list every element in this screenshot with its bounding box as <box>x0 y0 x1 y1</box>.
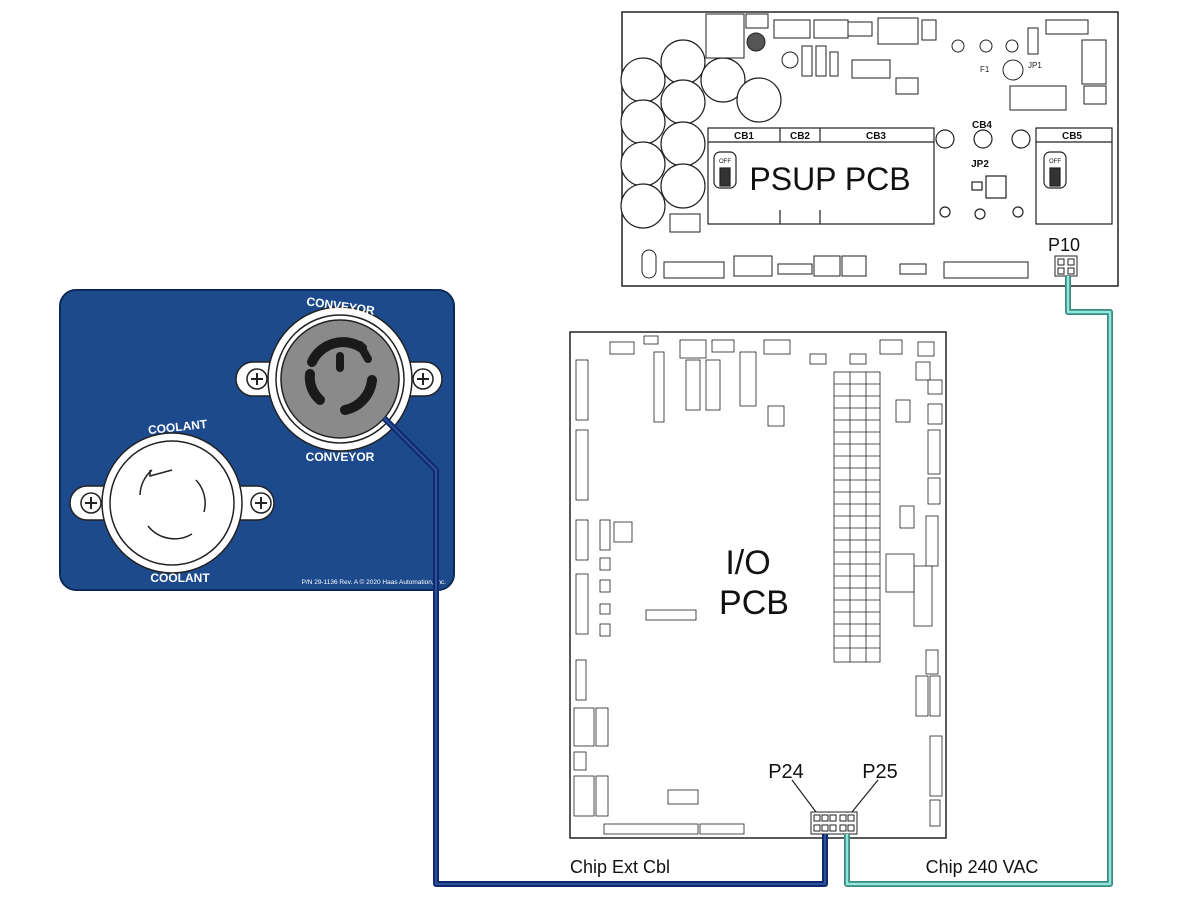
coolant-label-top: COOLANT <box>147 417 208 437</box>
psup-bottom-connectors <box>641 213 1029 279</box>
chip-240vac-cable <box>844 276 1113 887</box>
p25-label: P25 <box>862 761 898 783</box>
io-title-line1: I/O <box>725 544 770 582</box>
p10-label: P10 <box>1048 235 1080 255</box>
cb2-label: CB2 <box>790 131 810 142</box>
psup-top-components <box>705 13 1107 111</box>
jp1-label: JP1 <box>1028 61 1042 70</box>
chip-240vac-cable-label: Chip 240 VAC <box>926 857 1039 877</box>
io-pcb: P24 P25 I/O PCB <box>569 331 947 839</box>
conveyor-label-bottom: CONVEYOR <box>306 450 375 464</box>
breaker-block <box>707 127 1113 225</box>
cb1-label: CB1 <box>734 131 754 142</box>
coolant-receptacle <box>69 432 275 574</box>
relay-column <box>833 371 881 663</box>
jp2-label: JP2 <box>971 159 989 170</box>
psup-title: PSUP PCB <box>749 161 910 197</box>
chip-ext-cable <box>381 415 828 887</box>
cb1-switch <box>713 151 737 189</box>
p24-p25-connector <box>810 811 858 835</box>
io-top-components <box>609 335 943 827</box>
coolant-label-bottom: COOLANT <box>150 571 210 585</box>
psup-pcb: F1 JP1 CB1 CB2 CB3 CB4 CB5 JP2 OFF OFF <box>620 11 1119 287</box>
receptacle-panel: CONVEYOR CONVEYOR COOLANT COOLANT P/N 29… <box>59 289 455 591</box>
p10-connector <box>1054 255 1078 277</box>
cb5-switch <box>1043 151 1067 189</box>
cb4-components <box>935 129 1031 220</box>
capacitor-bank <box>620 39 782 229</box>
io-title-line2: PCB <box>719 584 789 622</box>
chip-ext-cable-label: Chip Ext Cbl <box>570 857 670 877</box>
p24-label: P24 <box>768 761 804 783</box>
cb4-label: CB4 <box>972 120 992 131</box>
cb1-off-label: OFF <box>719 159 731 165</box>
fuse-label: F1 <box>980 65 990 74</box>
io-left-components <box>573 359 745 835</box>
cb5-label: CB5 <box>1062 131 1082 142</box>
cb5-off-label: OFF <box>1049 159 1061 165</box>
cb3-label: CB3 <box>866 131 886 142</box>
p24-leader <box>791 779 817 813</box>
conveyor-receptacle <box>235 306 443 452</box>
part-number: P/N 29-1136 Rev. A © 2020 Haas Automatio… <box>302 578 447 586</box>
p25-leader <box>851 779 879 813</box>
